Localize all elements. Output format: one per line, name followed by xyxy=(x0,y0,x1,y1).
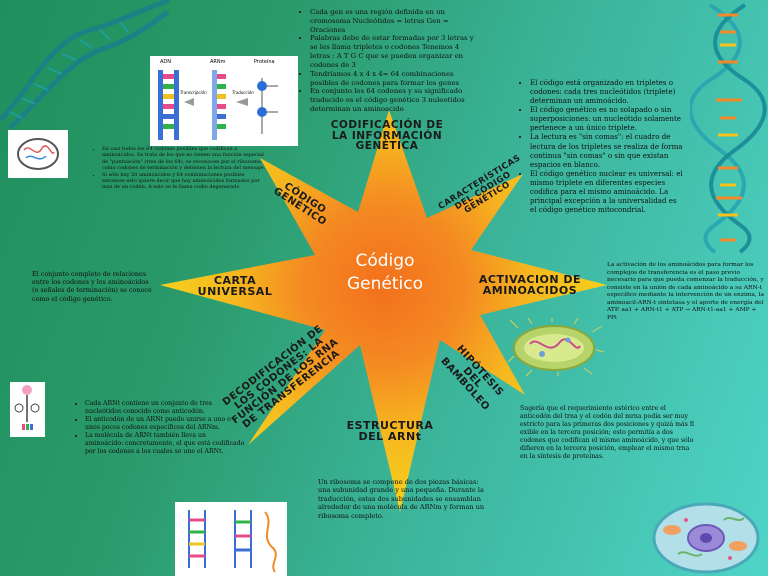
note-top-4: En conjunto los 64 codones y su signific… xyxy=(310,87,480,113)
note-left-top-1: En casi todos los 64 codones posibles qu… xyxy=(102,146,267,172)
note-right-3: La lectura es "sin comas": el cuadro de … xyxy=(530,132,685,168)
note-right-1: El código está organizado en tripletes o… xyxy=(530,78,685,105)
ray-label-estructura-arnt: ESTRUCTURA DEL ARNt xyxy=(346,419,434,443)
note-left-bottom-3: La molécula de ARNt también lleva un ami… xyxy=(85,432,245,456)
dna-helix-topleft-icon xyxy=(0,0,170,130)
notes-top: Cada gen es una región definida en un cr… xyxy=(300,8,480,114)
note-left-bottom-1: Cada ARNt contiene un conjunto de tres n… xyxy=(85,400,245,416)
ray-label-codificacion: CODIFICACIÓN DE LA INFORMACIÓN GENÉTICA xyxy=(330,119,444,152)
figure-label-transcripcion: Transcripción xyxy=(180,90,207,95)
note-top-1: Cada gen es una región definida en un cr… xyxy=(310,8,480,34)
dna-strand-icon xyxy=(158,70,179,140)
mrna-strand-icon xyxy=(212,70,226,140)
note-top-2: Palabras debe de estar formadas por 3 le… xyxy=(310,34,480,69)
note-right-4: El código genético nuclear es universal:… xyxy=(530,169,685,214)
dna-helix-right-icon xyxy=(690,3,767,254)
notes-left-bottom: Cada ARNt contiene un conjunto de tres n… xyxy=(75,400,245,456)
notes-left-middle: El conjunto completo de relaciones entre… xyxy=(32,270,152,303)
note-right-2: El código genético es no solapado o sin … xyxy=(530,105,685,132)
center-title: Código Genético xyxy=(346,251,423,294)
note-top-3: Tendríamos 4 x 4 x 4= 64 combinaciones p… xyxy=(310,70,480,88)
notes-right-middle: La activación de los aminoácidos para fo… xyxy=(607,262,765,321)
cell-icon xyxy=(652,502,760,574)
protein-chain-icon xyxy=(257,78,278,134)
chromosome-image xyxy=(8,130,68,178)
ray-label-activacion: ACTIVACION DE AMINOACIDOS xyxy=(478,273,582,297)
figure-label-arnm: ARNm xyxy=(210,59,226,65)
note-left-top-2: Si sólo hay 20 aminoácidos y 64 combinac… xyxy=(102,172,267,191)
central-dogma-figure: ADN ARNm Proteína Transcripción Traducci… xyxy=(150,56,298,146)
star-shape xyxy=(160,110,607,512)
notes-left-top: En casi todos los 64 codones posibles qu… xyxy=(92,146,267,191)
notes-bottom: Un ribosoma se compone de dos piezas bás… xyxy=(318,478,485,520)
notes-right-bottom: Sugería que el requerimiento estérico en… xyxy=(520,405,694,460)
bacterium-icon xyxy=(508,318,604,376)
ray-label-carta-universal: CARTA UNIVERSAL xyxy=(197,274,273,298)
notes-right-top: El código está organizado en tripletes o… xyxy=(520,78,685,214)
figure-label-adn: ADN xyxy=(160,59,172,65)
figure-label-traduccion: Traducción xyxy=(232,90,254,95)
figure-label-proteina: Proteína xyxy=(254,59,275,65)
trna-image xyxy=(10,382,45,437)
translation-image xyxy=(175,502,287,576)
note-left-bottom-2: El anticodón de un ARNt puede unirse a u… xyxy=(85,416,245,432)
